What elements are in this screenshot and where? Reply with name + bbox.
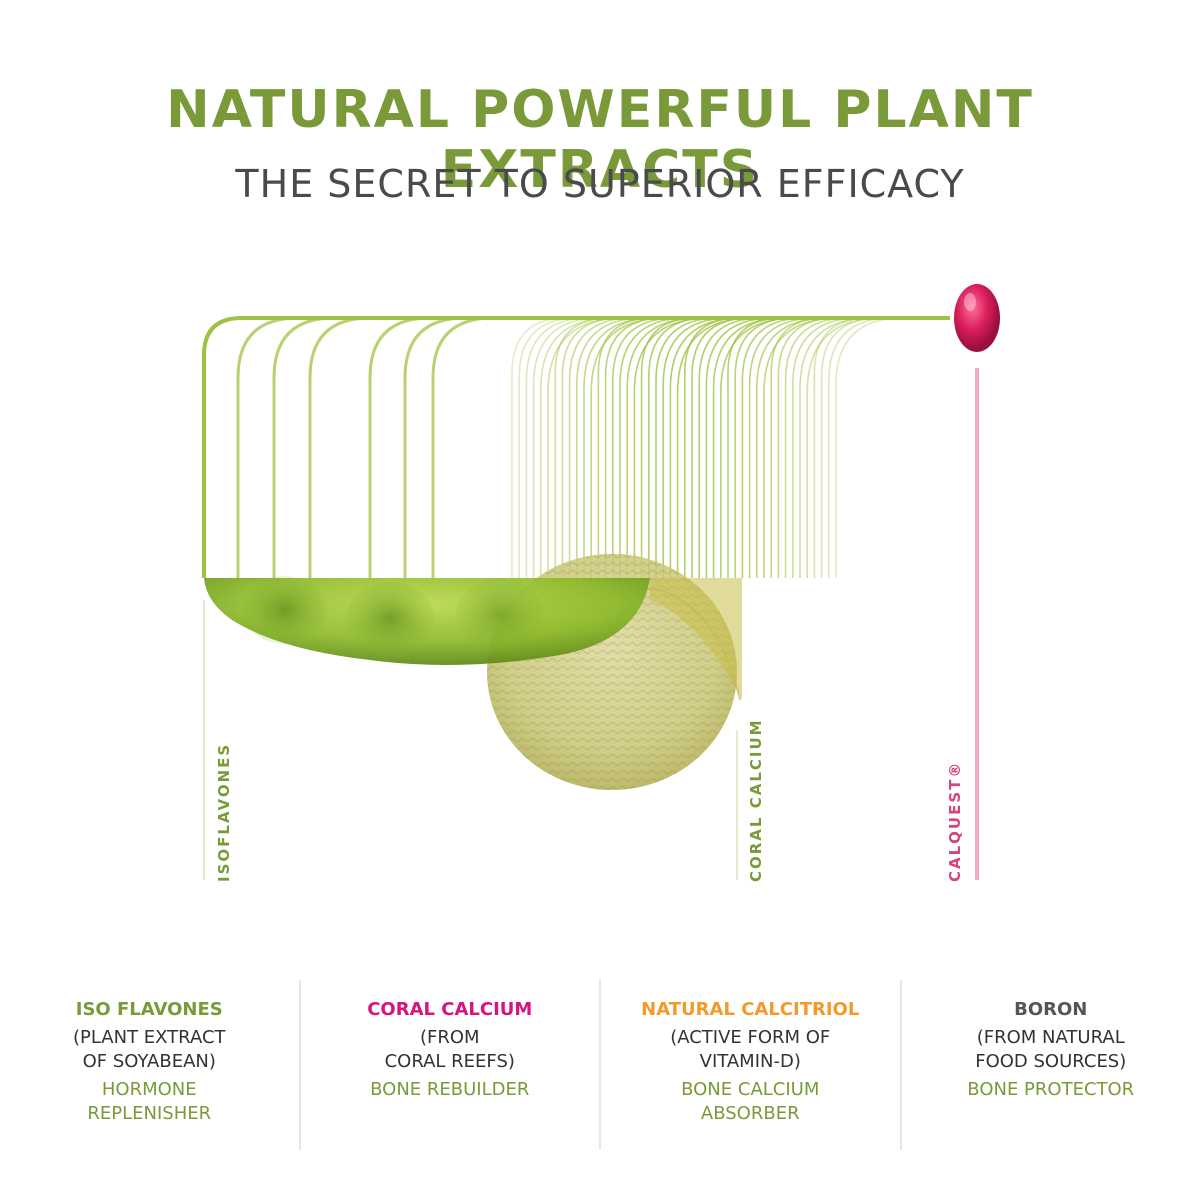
extract-line	[770, 317, 827, 578]
ingredient-desc: (FROM	[419, 1027, 480, 1048]
extract-line	[431, 316, 494, 578]
soybean-pod	[204, 576, 650, 665]
page-title: NATURAL POWERFUL PLANT EXTRACTS	[166, 80, 1034, 200]
extract-line	[368, 316, 431, 578]
ingredient-iso-flavones: ISO FLAVONES (PLANT EXTRACT OF SOYABEAN)…	[0, 980, 299, 1150]
ingredient-role: BONE CALCIUM	[681, 1079, 820, 1100]
extract-line	[633, 317, 710, 578]
ingredient-desc: (ACTIVE FORM OF	[670, 1027, 831, 1048]
ingredient-title: BORON	[1014, 999, 1088, 1020]
ingredient-illustration	[202, 284, 1000, 880]
extract-line	[763, 317, 840, 578]
extract-line	[806, 317, 883, 578]
extract-line	[727, 317, 784, 578]
ingredient-role: ABSORBER	[700, 1103, 800, 1124]
extract-line	[547, 317, 624, 578]
extract-line	[792, 317, 860, 578]
ingredient-role: REPLENISHER	[87, 1103, 212, 1124]
ingredient-desc: FOOD SOURCES)	[975, 1051, 1127, 1072]
ingredient-title: CORAL CALCIUM	[367, 999, 533, 1020]
capsule-icon	[954, 284, 1000, 352]
extract-line	[590, 317, 667, 578]
isoflavones-label: ISOFLAVONES	[215, 742, 233, 882]
page-subtitle: THE SECRET TO SUPERIOR EFFICACY	[235, 162, 965, 206]
ingredient-desc: (PLANT EXTRACT	[72, 1027, 226, 1048]
extract-lines	[236, 316, 904, 578]
extract-line	[835, 317, 904, 578]
ingredient-desc: (FROM NATURAL	[976, 1027, 1125, 1048]
extract-line	[308, 316, 371, 578]
extract-line	[554, 317, 611, 578]
calquest-label: CALQUEST®	[946, 760, 964, 882]
coral-band	[650, 578, 742, 700]
ingredient-natural-calcitriol: NATURAL CALCITRIOL (ACTIVE FORM OF VITAM…	[599, 980, 900, 1150]
extract-line	[813, 317, 870, 578]
extract-line	[272, 316, 335, 578]
extract-line	[640, 317, 697, 578]
ingredient-title: ISO FLAVONES	[75, 999, 223, 1020]
ingredient-desc: CORAL REEFS)	[384, 1051, 515, 1072]
ingredient-desc: OF SOYABEAN)	[82, 1051, 216, 1072]
extract-line	[676, 317, 753, 578]
extract-line	[597, 317, 654, 578]
ingredient-desc: VITAMIN-D)	[699, 1051, 801, 1072]
extract-line	[511, 317, 568, 578]
ingredient-role: BONE REBUILDER	[370, 1079, 530, 1100]
extract-line	[720, 317, 796, 578]
ingredient-boron: BORON (FROM NATURAL FOOD SOURCES) BONE P…	[899, 980, 1200, 1150]
ingredient-title: NATURAL CALCITRIOL	[641, 999, 860, 1020]
outline-frame	[202, 316, 950, 578]
ingredient-coral-calcium: CORAL CALCIUM (FROM CORAL REEFS) BONE RE…	[298, 980, 600, 1150]
ingredient-info-row: ISO FLAVONES (PLANT EXTRACT OF SOYABEAN)…	[0, 980, 1200, 1150]
ingredient-role: BONE PROTECTOR	[967, 1079, 1135, 1100]
coral-calcium-label: CORAL CALCIUM	[747, 718, 765, 882]
extract-line	[828, 317, 892, 578]
extract-line	[236, 316, 299, 578]
ingredient-role: HORMONE	[101, 1079, 197, 1100]
extract-line	[820, 317, 881, 578]
extract-line	[684, 317, 740, 578]
